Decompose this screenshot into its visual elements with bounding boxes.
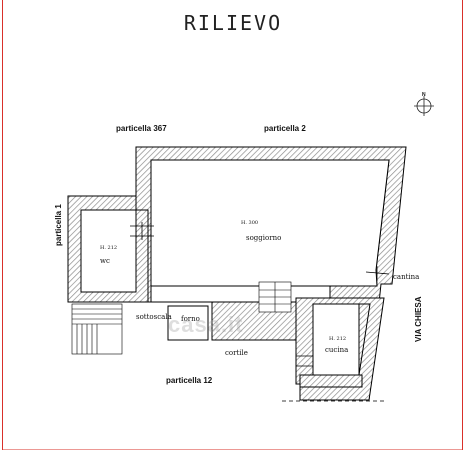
cucina-height: H. 212 bbox=[329, 336, 347, 342]
cortile-label: cortile bbox=[225, 349, 248, 357]
frame-right-edge bbox=[462, 0, 463, 450]
drawing-title: RILIEVO bbox=[183, 11, 283, 35]
door-wc bbox=[130, 222, 154, 240]
north-label: N bbox=[422, 92, 426, 98]
wc-label: wc bbox=[100, 257, 110, 265]
lower-wall-strip bbox=[299, 374, 363, 388]
soggiorno-outline bbox=[150, 159, 390, 287]
street-label: VIA CHIESA bbox=[414, 296, 423, 343]
sottoscala-label: sottoscala bbox=[136, 313, 172, 321]
cantina-label: cantina bbox=[393, 273, 420, 281]
north-arrow-icon bbox=[414, 96, 434, 116]
frame-left-edge bbox=[2, 0, 3, 450]
cucina-room bbox=[312, 303, 360, 376]
parcel-1-label: particella 1 bbox=[54, 204, 63, 246]
wc-height: H. 212 bbox=[100, 245, 118, 251]
door-cantina bbox=[365, 266, 390, 281]
parcel-12-label: particella 12 bbox=[166, 376, 213, 385]
soggiorno-label: soggiorno bbox=[246, 234, 282, 242]
forno-block bbox=[167, 305, 209, 341]
soggiorno-height: H. 300 bbox=[241, 220, 259, 226]
stair-left bbox=[71, 303, 123, 355]
casa-watermark: casa.it bbox=[168, 312, 244, 337]
forno-label: forno bbox=[181, 315, 200, 323]
parcel-2-label: particella 2 bbox=[264, 124, 306, 133]
door-cucina bbox=[296, 355, 313, 367]
cucina-label: cucina bbox=[325, 346, 349, 354]
stair-center bbox=[258, 281, 292, 313]
wc-room bbox=[80, 209, 137, 293]
parcel-367-label: particella 367 bbox=[116, 124, 167, 133]
